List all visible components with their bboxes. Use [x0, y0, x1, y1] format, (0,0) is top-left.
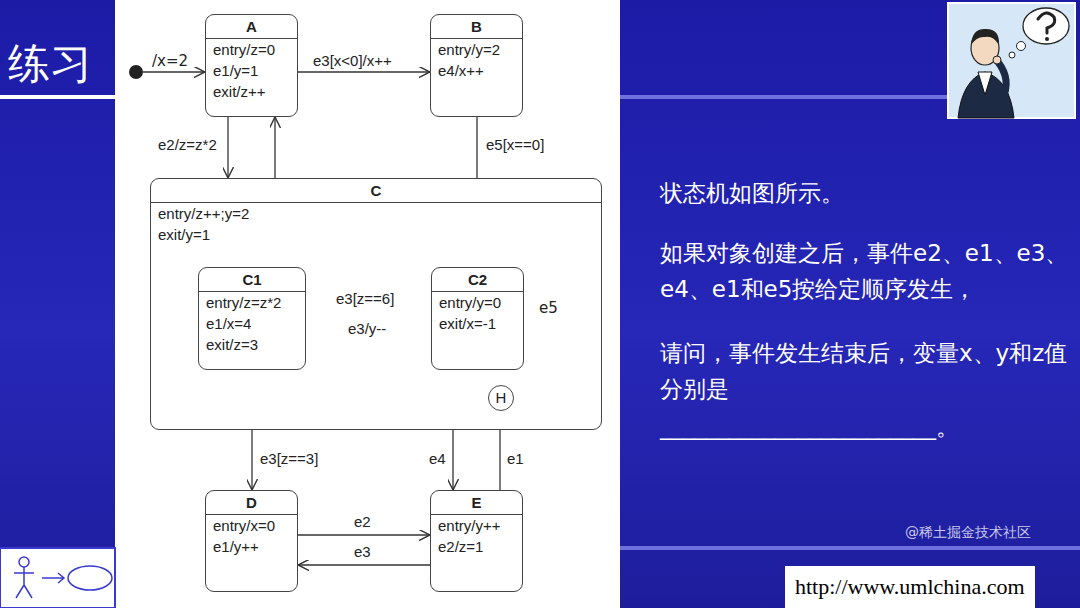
final-state — [585, 315, 593, 323]
state-action: e1/y=1 — [206, 60, 297, 81]
question-text: 状态机如图所示。 — [660, 176, 1070, 212]
transition-label: e1 — [505, 450, 526, 468]
state-box: C1entry/z=z*2e1/x=4exit/z=3 — [198, 267, 306, 370]
transition-arrow — [476, 117, 477, 267]
transition-label: e3 — [352, 543, 373, 561]
transition-label: e3/y-- — [346, 320, 388, 338]
website-url: http://www.umlchina.com — [785, 566, 1035, 608]
transition-arrow — [227, 117, 228, 178]
state-action: exit/z=3 — [199, 334, 305, 355]
state-name: C1 — [199, 268, 305, 292]
transition-arrow — [499, 411, 500, 490]
state-name: B — [431, 15, 522, 39]
transition-label: /x=2 — [150, 52, 190, 70]
state-action: e1/y++ — [206, 536, 297, 557]
initial-state — [129, 65, 143, 79]
state-box: Eentry/y++e2/z=1 — [430, 490, 523, 592]
initial-transition — [143, 71, 205, 72]
state-action: entry/y++ — [431, 515, 522, 536]
transition-label: e5[x==0] — [484, 136, 546, 154]
question-text: 如果对象创建之后，事件e2、e1、e3、e4、e1和e5按给定顺序发生， — [660, 236, 1070, 307]
transition-arrow — [298, 534, 430, 535]
state-action: entry/z++;y=2 — [151, 203, 601, 224]
transition-label: e2 — [352, 513, 373, 531]
state-box: Dentry/x=0e1/y++ — [205, 490, 298, 592]
state-action: e1/x=4 — [199, 313, 305, 334]
transition-label: e3[z==6] — [334, 290, 396, 308]
diagram-panel — [115, 0, 620, 608]
state-name: A — [206, 15, 297, 39]
transition-arrow — [274, 117, 275, 178]
question-text: 请问，事件发生结束后，变量x、y和z值分别是 — [660, 336, 1070, 407]
transition-label: e5 — [537, 299, 560, 317]
state-action: entry/y=2 — [431, 39, 522, 60]
final-transition — [523, 318, 581, 319]
state-name: H — [489, 386, 513, 409]
answer-blank: ________________________。 — [660, 410, 959, 446]
state-name: D — [206, 491, 297, 515]
header-rule — [620, 95, 948, 99]
state-action: e4/x++ — [431, 60, 522, 81]
state-box: Bentry/y=2e4/x++ — [430, 14, 523, 117]
state-action: exit/y=1 — [151, 224, 601, 245]
state-action: entry/y=0 — [432, 292, 523, 313]
slide-title: 练习 — [8, 36, 92, 92]
final-state — [582, 312, 597, 327]
transition-label: e2/z=z*2 — [156, 136, 219, 154]
watermark: @稀土掘金技术社区 — [905, 524, 1031, 541]
state-action: exit/x=-1 — [432, 313, 523, 334]
composite-state: Centry/z++;y=2exit/y=1C1entry/z=z*2e1/x=… — [150, 178, 602, 430]
thinking-person-cartoon — [948, 3, 1075, 118]
transition-arrow — [251, 370, 252, 490]
transition-arrow — [514, 396, 601, 397]
state-box: Aentry/z=0e1/y=1exit/z++ — [205, 14, 298, 117]
transition-arrow — [452, 370, 453, 490]
footer-rule — [620, 546, 1080, 550]
transition-arrow — [306, 341, 431, 342]
transition-label: e3[z==3] — [258, 450, 320, 468]
transition-arrow — [298, 71, 430, 72]
pseudo-states — [129, 65, 597, 327]
initial-transition — [173, 318, 197, 319]
state-box: C2entry/y=0exit/x=-1 — [431, 267, 524, 370]
title-rule — [0, 95, 115, 99]
state-name: C2 — [432, 268, 523, 292]
state-name: E — [431, 491, 522, 515]
transition-arrow — [298, 564, 430, 565]
uml-icon — [0, 548, 115, 608]
state-action: entry/z=0 — [206, 39, 297, 60]
state-action: e2/z=1 — [431, 536, 522, 557]
state-action: entry/x=0 — [206, 515, 297, 536]
initial-state — [159, 312, 173, 326]
transition-label: e4 — [427, 450, 448, 468]
transition-label: e3[x<0]/x++ — [311, 52, 394, 70]
state-name: C — [151, 179, 601, 203]
state-action: exit/z++ — [206, 81, 297, 102]
history-state: H — [488, 385, 514, 411]
transition-arrow — [306, 311, 431, 312]
state-action: entry/z=z*2 — [199, 292, 305, 313]
